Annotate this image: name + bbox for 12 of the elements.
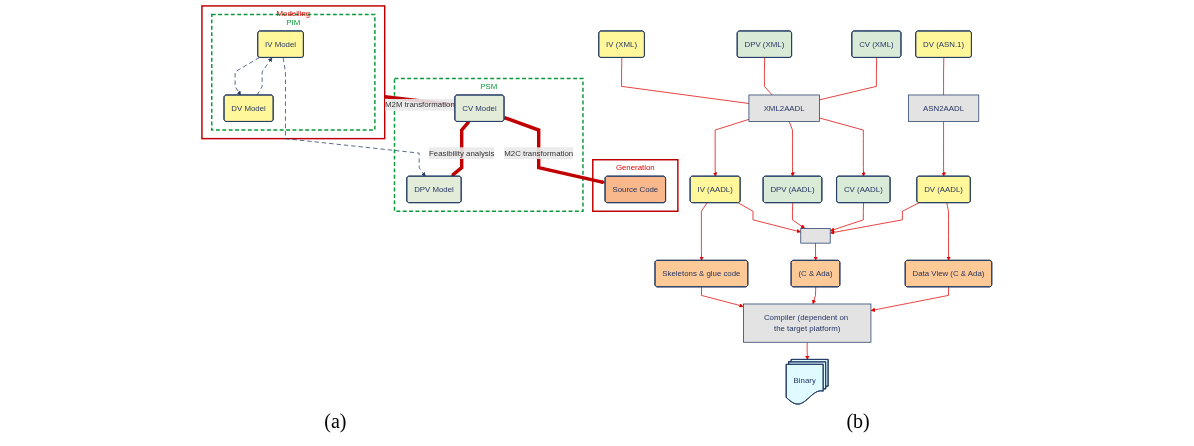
node-bar [800, 228, 831, 244]
connector [764, 57, 773, 96]
panel-label: (a) [324, 410, 347, 433]
connector [943, 57, 945, 96]
arrow [451, 120, 471, 177]
panel-label: (b) [846, 410, 870, 433]
node-box [748, 94, 820, 122]
node-box [908, 94, 980, 122]
connector [621, 57, 750, 104]
arrow [503, 115, 606, 185]
node-box [743, 303, 872, 343]
connector [819, 57, 878, 101]
